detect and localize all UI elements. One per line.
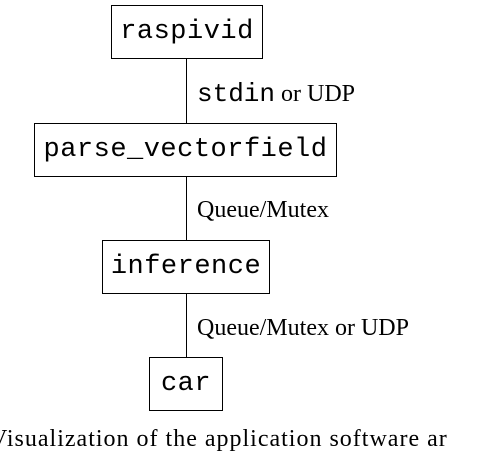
edge-inference-to-car (186, 294, 187, 357)
edge-label-stdin-or-udp: stdin or UDP (197, 81, 355, 107)
node-car-label: car (160, 369, 212, 399)
edge-parse-vectorfield-to-inference (186, 177, 187, 240)
edge-label-queue-mutex-or-udp: Queue/Mutex or UDP (197, 315, 409, 341)
node-inference: inference (102, 240, 270, 294)
node-inference-label: inference (110, 252, 262, 282)
node-raspivid-label: raspivid (120, 17, 254, 47)
node-car: car (149, 357, 223, 411)
edge-label-queue-mutex: Queue/Mutex (197, 197, 329, 223)
edge-label-stdin: stdin (197, 79, 276, 109)
node-raspivid: raspivid (111, 5, 263, 59)
edge-raspivid-to-parse-vectorfield (186, 59, 187, 123)
edge-label-or-udp: or UDP (275, 81, 356, 107)
node-parse-vectorfield: parse_vectorfield (34, 123, 337, 177)
node-parse-vectorfield-label: parse_vectorfield (43, 135, 328, 165)
figure-caption: Visualization of the application softwar… (0, 426, 448, 452)
